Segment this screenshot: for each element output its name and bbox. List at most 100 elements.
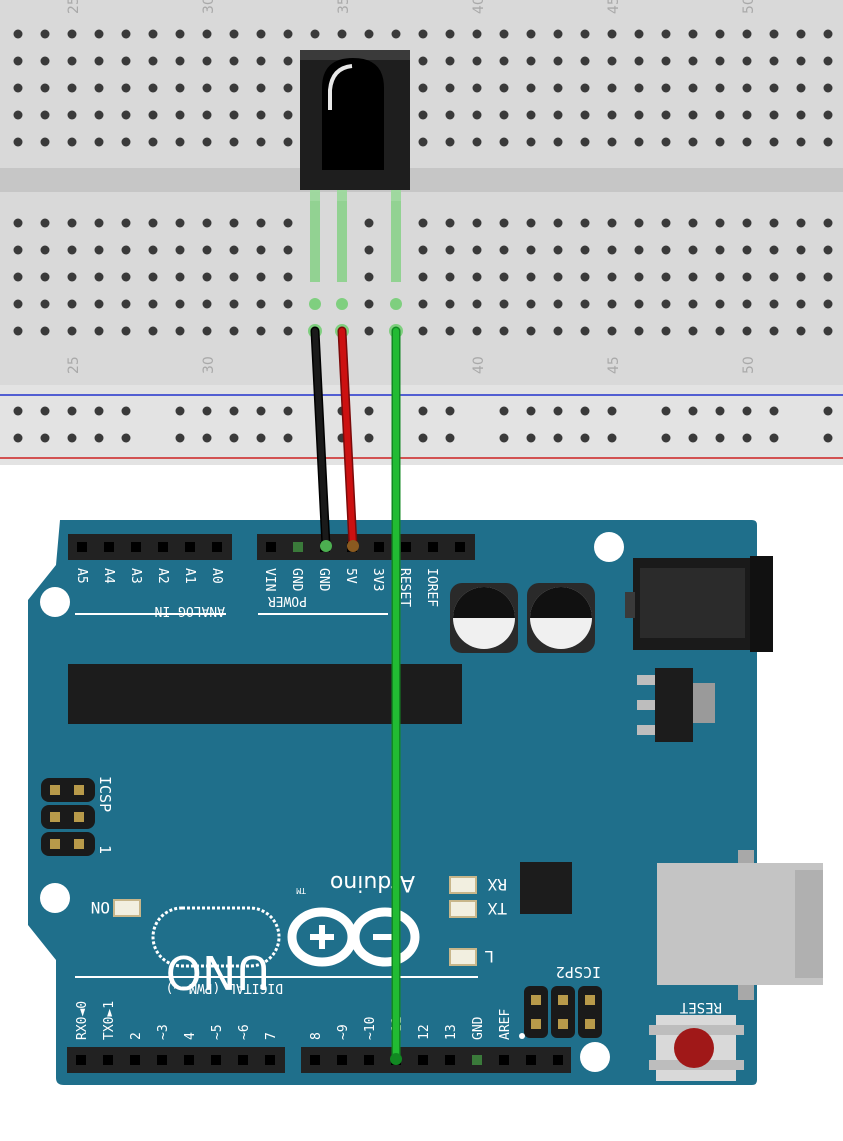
breadboard-hole	[499, 110, 509, 120]
col-number: 50	[741, 356, 757, 374]
breadboard-hole	[499, 83, 509, 93]
icsp2-header: ICSP2	[524, 963, 602, 1038]
breadboard-hole	[634, 218, 644, 228]
breadboard-hole	[526, 29, 536, 39]
breadboard-hole	[526, 299, 536, 309]
breadboard-hole	[661, 110, 671, 120]
breadboard-hole	[472, 326, 482, 336]
reset-button[interactable]: RESET	[649, 999, 744, 1081]
breadboard-hole	[256, 299, 266, 309]
breadboard-hole	[67, 110, 77, 120]
breadboard-hole	[445, 299, 455, 309]
breadboard-hole	[634, 56, 644, 66]
col-number: 30	[201, 0, 217, 14]
breadboard-hole	[418, 137, 428, 147]
breadboard-hole	[526, 272, 536, 282]
usb-interface-chip	[520, 862, 572, 914]
reset-button-cap[interactable]	[674, 1028, 714, 1068]
pin-label-a3: A3	[128, 568, 143, 584]
breadboard-hole	[445, 433, 455, 443]
breadboard-center-channel	[0, 168, 843, 192]
5v-wire[interactable]	[337, 326, 358, 551]
breadboard-hole	[499, 137, 509, 147]
breadboard-hole	[283, 299, 293, 309]
breadboard-hole	[256, 218, 266, 228]
breadboard-hole	[499, 433, 509, 443]
digital-label: DIGITAL (PWM=~)	[166, 980, 283, 995]
breadboard-hole	[715, 83, 725, 93]
header-pin	[77, 542, 87, 552]
breadboard-hole	[742, 110, 752, 120]
breadboard-hole	[472, 218, 482, 228]
breadboard-hole	[202, 56, 212, 66]
breadboard-hole	[283, 137, 293, 147]
breadboard-hole	[283, 110, 293, 120]
pin-label-d10: ~10	[363, 1017, 378, 1040]
breadboard-hole	[769, 218, 779, 228]
digital-labels: RX0◄0 TX0►1 2 ~3 4 ~5 ~6 7 8 ~9 ~10 ~11 …	[75, 1001, 525, 1040]
breadboard-hole	[823, 326, 833, 336]
breadboard-hole	[661, 245, 671, 255]
breadboard-hole	[229, 218, 239, 228]
pin-label-d3: ~3	[156, 1024, 171, 1040]
breadboard-hole	[823, 137, 833, 147]
breadboard-hole	[364, 299, 374, 309]
breadboard-hole	[607, 326, 617, 336]
breadboard-hole	[499, 218, 509, 228]
breadboard-hole	[229, 299, 239, 309]
pin-label-vin: VIN	[262, 568, 277, 591]
col-number: 40	[471, 0, 487, 14]
breadboard-hole	[94, 406, 104, 416]
gnd-wire[interactable]	[310, 326, 331, 551]
header-pin	[445, 1055, 455, 1065]
breadboard-hole	[553, 29, 563, 39]
breadboard-hole	[202, 29, 212, 39]
pin-label-a4: A4	[101, 568, 116, 584]
uno-badge	[151, 906, 281, 968]
breadboard-hole	[256, 83, 266, 93]
header-pin	[266, 542, 276, 552]
breadboard-hole	[742, 326, 752, 336]
breadboard-hole	[823, 406, 833, 416]
breadboard-hole	[40, 137, 50, 147]
breadboard-hole	[499, 299, 509, 309]
breadboard-hole	[310, 29, 320, 39]
icsp2-label: ICSP2	[556, 963, 601, 981]
breadboard-hole	[94, 83, 104, 93]
icsp-label: ICSP	[96, 776, 114, 812]
header-pin	[364, 1055, 374, 1065]
breadboard-hole	[634, 245, 644, 255]
wire-end-5v	[347, 540, 359, 552]
usb-connector	[657, 850, 823, 1000]
pin-label-d12: 12	[417, 1024, 432, 1040]
led-indicators: ON RX TX L	[91, 875, 507, 966]
header-pin	[455, 542, 465, 552]
breadboard-hole	[553, 83, 563, 93]
breadboard-hole	[499, 245, 509, 255]
breadboard-hole	[796, 326, 806, 336]
breadboard-holes	[13, 29, 833, 336]
breadboard-hole	[526, 326, 536, 336]
header-pin	[374, 542, 384, 552]
breadboard-hole	[256, 406, 266, 416]
header-pin	[184, 1055, 194, 1065]
microcontroller-chip	[68, 664, 462, 724]
breadboard-hole	[823, 299, 833, 309]
breadboard-hole	[742, 29, 752, 39]
power-header	[257, 534, 475, 560]
breadboard-hole	[283, 326, 293, 336]
breadboard-hole	[418, 299, 428, 309]
header-pin	[158, 542, 168, 552]
breadboard-hole	[40, 433, 50, 443]
breadboard-hole	[742, 137, 752, 147]
breadboard-hole	[364, 29, 374, 39]
breadboard-hole	[661, 218, 671, 228]
breadboard-hole	[580, 56, 590, 66]
breadboard-hole	[526, 245, 536, 255]
breadboard-hole	[823, 29, 833, 39]
breadboard-hole	[796, 56, 806, 66]
breadboard-hole	[472, 56, 482, 66]
breadboard-hole	[202, 218, 212, 228]
digital-header-high	[301, 1047, 571, 1073]
breadboard-hole	[715, 433, 725, 443]
